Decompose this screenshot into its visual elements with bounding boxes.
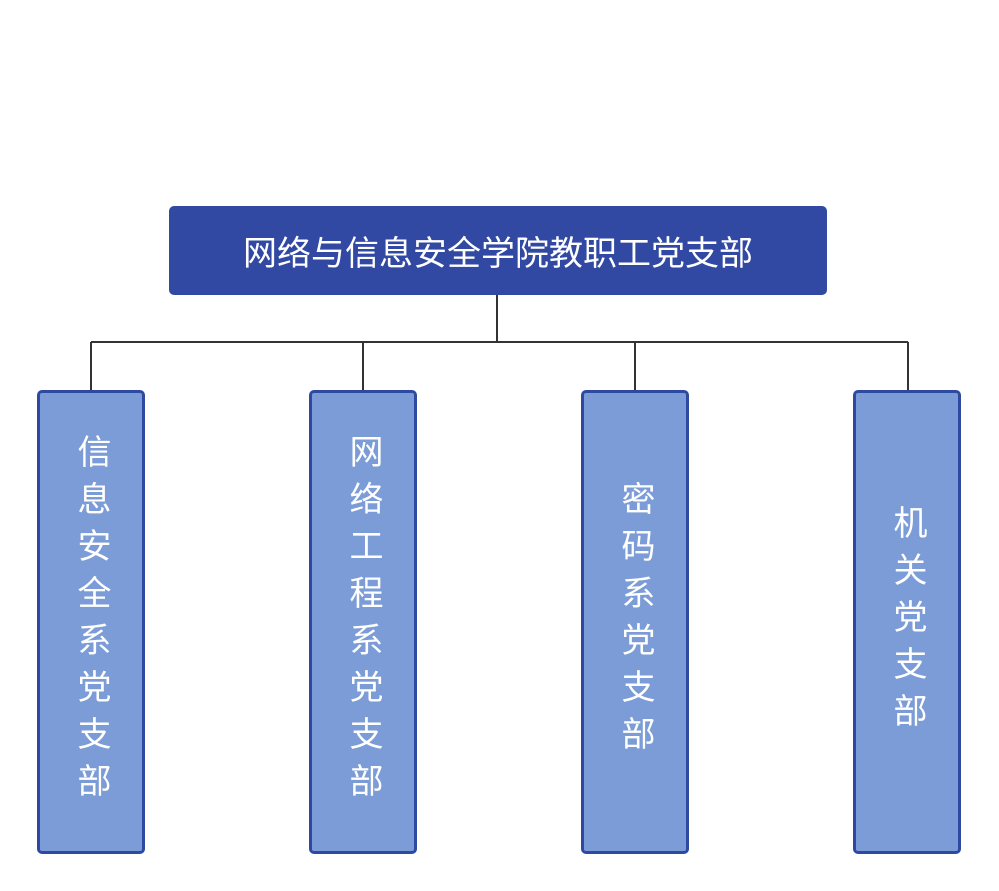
child-node-network-engineering: 网络工程系党支部 — [309, 390, 417, 854]
child-node-label: 信息安全系党支部 — [71, 434, 111, 810]
child-node-label: 密码系党支部 — [615, 481, 655, 763]
child-node-label: 网络工程系党支部 — [343, 434, 383, 810]
root-node: 网络与信息安全学院教职工党支部 — [169, 206, 827, 295]
child-node-label: 机关党支部 — [887, 504, 927, 740]
child-node-cryptography: 密码系党支部 — [581, 390, 689, 854]
root-node-label: 网络与信息安全学院教职工党支部 — [243, 234, 753, 274]
child-node-info-security: 信息安全系党支部 — [37, 390, 145, 854]
child-node-administration: 机关党支部 — [853, 390, 961, 854]
